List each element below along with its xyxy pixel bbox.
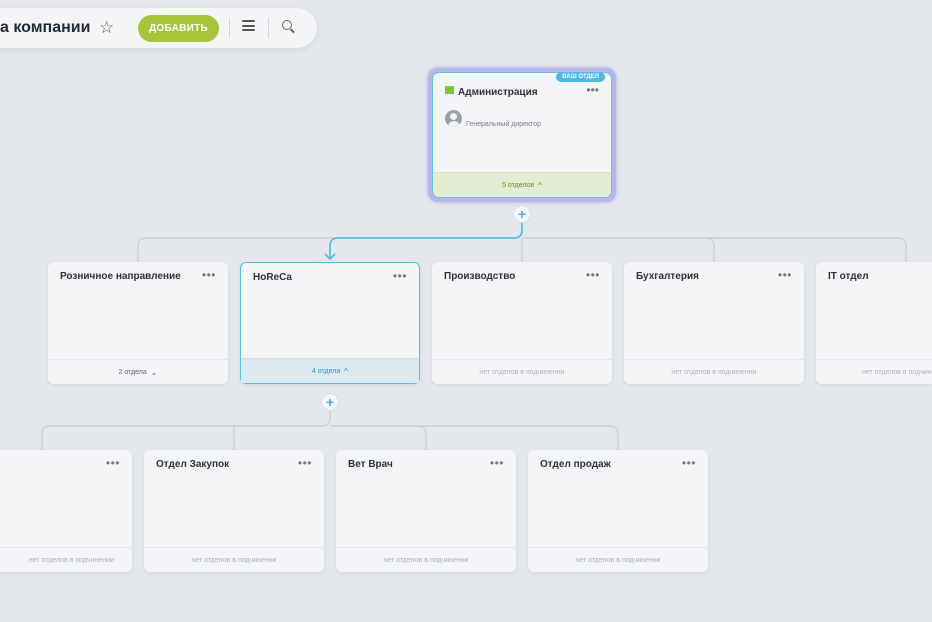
head-role: Генеральный директор (466, 121, 542, 128)
dept-name: HoReCa (253, 272, 292, 283)
more-icon[interactable]: ••• (297, 456, 312, 470)
dept-name: Бухгалтерия (636, 271, 699, 282)
subdepts-footer: нет отделов в подчинении (528, 547, 708, 572)
more-icon[interactable]: ••• (392, 269, 407, 283)
more-icon[interactable]: ••• (777, 268, 792, 282)
subdepts-footer: нет отделов в подчинении (0, 547, 132, 572)
more-icon[interactable]: ••• (489, 456, 504, 470)
subdepts-toggle[interactable]: 4 отдела ^ (241, 358, 419, 383)
dept-card-horeca[interactable]: HoReCa ••• 4 отдела ^ (240, 262, 420, 384)
building-icon (445, 86, 454, 94)
dept-card-purchasing[interactable]: Отдел Закупок ••• нет отделов в подчинен… (144, 450, 324, 572)
subdepts-count: 2 отдела (118, 368, 147, 376)
dept-name: Производство (444, 271, 516, 282)
divider (268, 18, 269, 38)
subdepts-footer: нет отделов в подчинении (816, 359, 932, 384)
divider (229, 18, 230, 38)
chevron-up-icon: ^ (538, 180, 542, 190)
subdepts-count: 5 отделов (502, 181, 535, 189)
avatar-icon[interactable] (445, 110, 462, 127)
dept-card-level2-1[interactable]: ••• нет отделов в подчинении (0, 450, 132, 572)
subdepts-toggle[interactable]: 5 отделов ^ (433, 172, 611, 197)
dept-name: Отдел продаж (540, 459, 611, 470)
more-icon[interactable]: ••• (105, 456, 120, 470)
subdepts-footer: нет отделов в подчинении (624, 359, 804, 384)
subdepts-footer: нет отделов в подчинении (144, 547, 324, 572)
menu-icon[interactable] (242, 20, 255, 31)
toolbar: а компании ☆ ДОБАВИТЬ (0, 8, 317, 48)
chevron-down-icon: ⌄ (150, 367, 158, 377)
dept-name: Администрация (458, 87, 538, 98)
add-button[interactable]: ДОБАВИТЬ (138, 15, 219, 42)
chevron-up-icon: ^ (344, 366, 349, 376)
dept-name: Вет Врач (348, 459, 393, 470)
more-icon[interactable]: ••• (585, 268, 600, 282)
dept-card-accounting[interactable]: Бухгалтерия ••• нет отделов в подчинении (624, 262, 804, 384)
dept-name: Отдел Закупок (156, 459, 230, 470)
dept-card-production[interactable]: Производство ••• нет отделов в подчинени… (432, 262, 612, 384)
dept-name: Розничное направление (60, 271, 181, 282)
dept-card-sales[interactable]: Отдел продаж ••• нет отделов в подчинени… (528, 450, 708, 572)
more-icon[interactable]: ••• (586, 83, 599, 97)
subdepts-footer: нет отделов в подчинении (432, 359, 612, 384)
subdepts-count: 4 отдела (311, 367, 341, 375)
dept-card-administration[interactable]: ВАШ ОТДЕЛ Администрация ••• Генеральный … (432, 72, 612, 198)
star-icon[interactable]: ☆ (99, 18, 115, 37)
search-icon[interactable] (282, 20, 292, 30)
dept-card-retail[interactable]: Розничное направление ••• 2 отдела ⌄ (48, 262, 228, 384)
add-subdept-plus-icon[interactable]: + (514, 206, 530, 222)
dept-name: IT отдел (828, 271, 869, 282)
more-icon[interactable]: ••• (201, 268, 216, 282)
more-icon[interactable]: ••• (681, 456, 696, 470)
subdepts-toggle[interactable]: 2 отдела ⌄ (48, 359, 228, 384)
dept-card-it[interactable]: IT отдел нет отделов в подчинении (816, 262, 932, 384)
your-dept-badge: ВАШ ОТДЕЛ (556, 72, 605, 82)
add-subdept-plus-icon[interactable]: + (322, 394, 338, 410)
subdepts-footer: нет отделов в подчинении (336, 547, 516, 572)
page-title: а компании (0, 19, 91, 36)
dept-card-vet[interactable]: Вет Врач ••• нет отделов в подчинении (336, 450, 516, 572)
